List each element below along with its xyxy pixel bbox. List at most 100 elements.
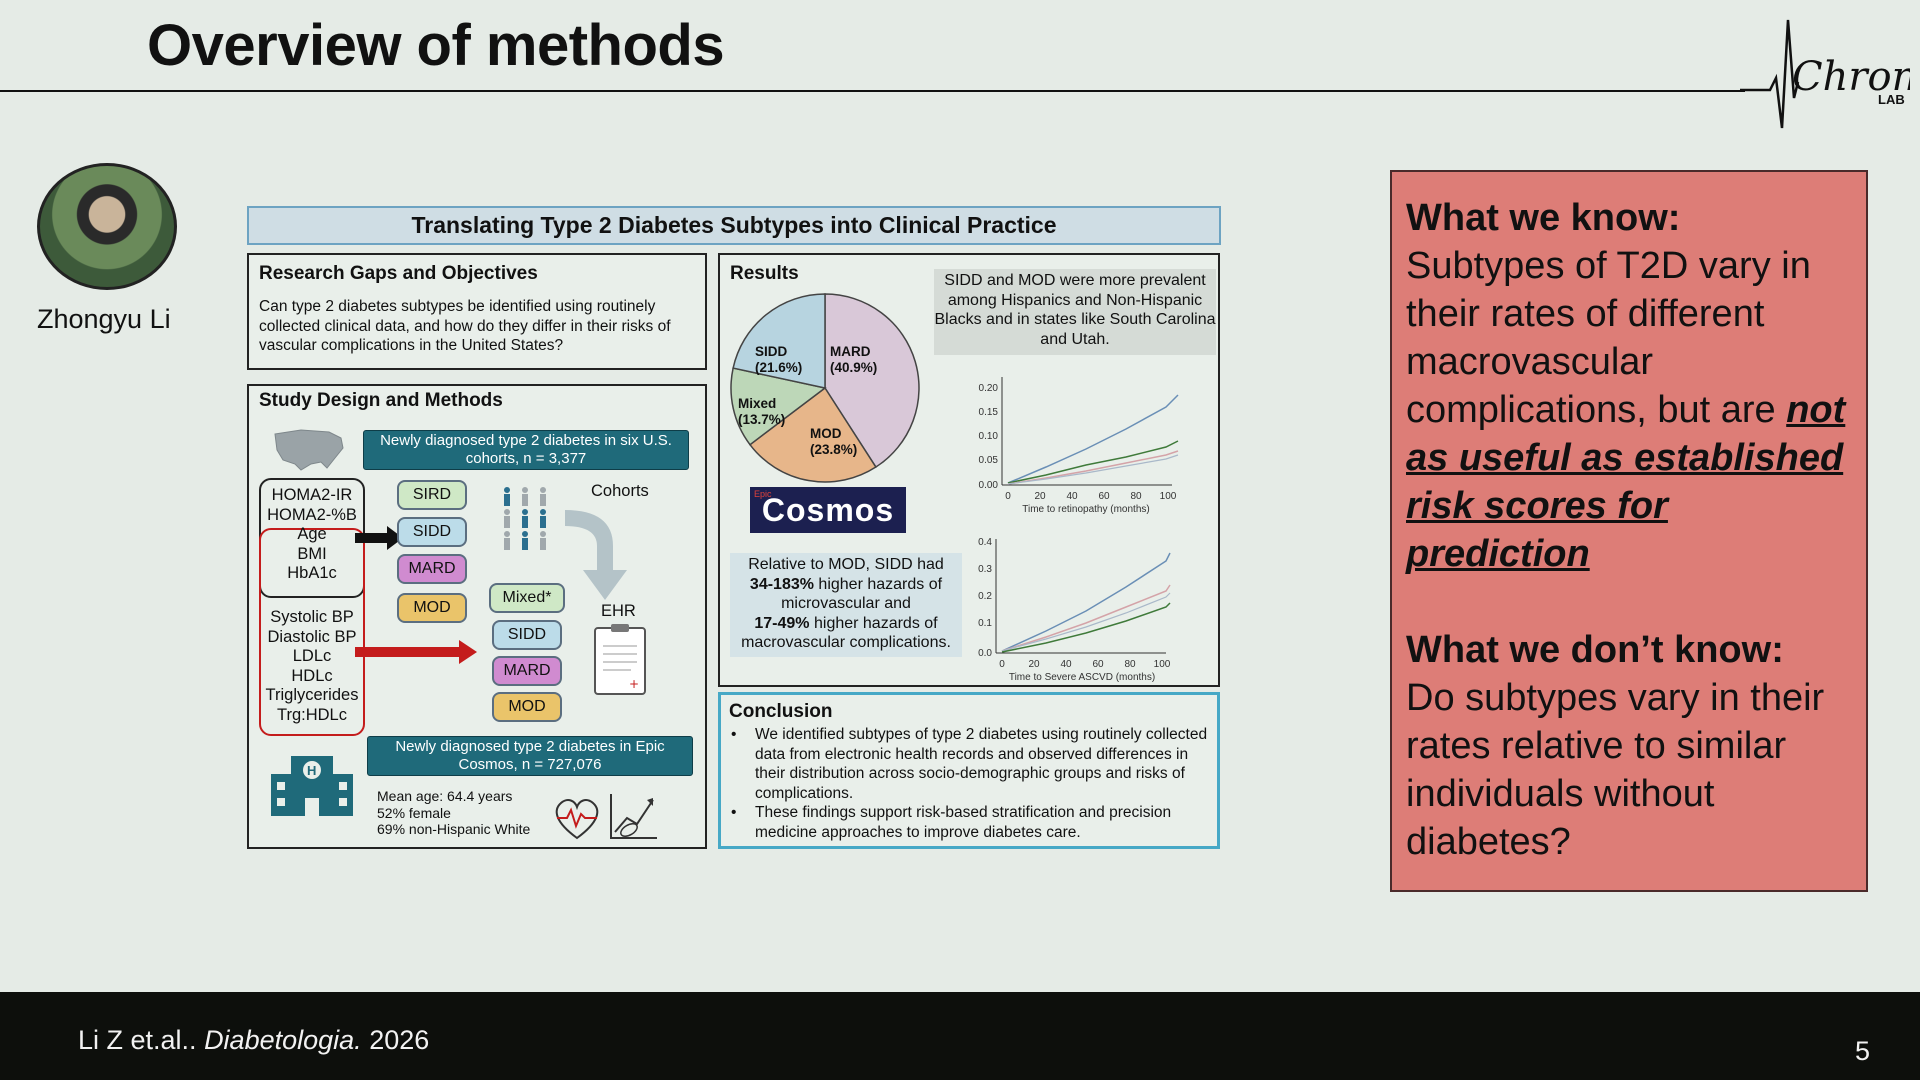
logo-sub: LAB [1878,92,1905,107]
research-gaps-text: Can type 2 diabetes subtypes be identifi… [259,298,671,354]
subtype-pie-chart [730,293,920,483]
conclusion-bullet: We identified subtypes of type 2 diabete… [729,725,1209,803]
svg-text:60: 60 [1098,491,1110,502]
key-points-panel: What we know: Subtypes of T2D vary in th… [1390,170,1868,892]
research-gaps-box: Research Gaps and Objectives Can type 2 … [247,253,707,370]
subtype-sidd: SIDD [397,517,467,547]
results-heading: Results [730,263,799,284]
svg-text:0: 0 [1005,491,1011,502]
subtype-mard: MARD [397,554,467,584]
svg-text:Time to Severe ASCVD (months): Time to Severe ASCVD (months) [1009,672,1155,683]
pie-slice-mixed [730,367,827,446]
svg-text:20: 20 [1034,491,1046,502]
results-box: Results SIDD(21.6%) MARD(40.9%) Mixed(13… [718,253,1220,687]
epic-cohort-box: Newly diagnosed type 2 diabetes in Epic … [367,736,693,776]
svg-text:80: 80 [1124,659,1136,670]
emphasis-text: not as useful as established risk scores… [1406,389,1846,575]
var-hdlc: HDLc [291,666,333,685]
svg-text:0.1: 0.1 [978,618,992,629]
svg-text:0.2: 0.2 [978,591,992,602]
variables-bottom-group [259,528,365,736]
red-arrow-icon [355,640,477,664]
pie-label-sidd: SIDD(21.6%) [755,344,803,375]
pie-label-mod: MOD(23.8%) [810,426,858,457]
svg-text:+: + [629,677,639,691]
var-homa2-ir: HOMA2-IR [271,486,353,504]
what-we-know-text: Subtypes of T2D vary in their rates of d… [1406,245,1846,575]
pie-label-mixed: Mixed(13.7%) [738,396,786,427]
svg-text:0.15: 0.15 [979,407,999,418]
title-divider [0,90,1745,92]
demo-white: 69% non-Hispanic White [377,821,531,837]
what-we-dont-know-text: Do subtypes vary in their rates relative… [1406,677,1825,863]
what-we-know-heading: What we know: [1406,197,1681,239]
demographics: Mean age: 64.4 years 52% female 69% non-… [377,788,530,838]
pie-slice-sidd [732,293,826,389]
svg-text:0.00: 0.00 [979,480,999,491]
clipboard-icon: + [594,624,646,695]
study-design-box: Study Design and Methods Newly diagnosed… [247,384,707,849]
svg-text:100: 100 [1154,659,1171,670]
var-homa2-b: HOMA2-%B [267,505,357,524]
svg-text:H: H [307,763,316,778]
conclusion-box: Conclusion We identified subtypes of typ… [718,692,1220,849]
chroniq-lab-logo: Chroniq LAB [1740,19,1910,129]
cohort-box: Newly diagnosed type 2 diabetes in six U… [363,430,689,470]
var-ldlc: LDLc [292,647,332,665]
variables-top-list: HOMA2-IR HOMA2-%B Age BMI HbA1c [259,486,365,584]
svg-text:40: 40 [1060,659,1072,670]
svg-text:0.3: 0.3 [978,564,992,575]
logo-text: Chroniq [1792,54,1910,100]
curved-arrow-icon [565,510,627,600]
svg-text:0.0: 0.0 [978,648,992,659]
var-triglycerides: Triglycerides [265,686,359,704]
epic-cosmos-logo: Epic Cosmos [750,487,906,533]
variables-bottom-list: Systolic BP Diastolic BP LDLc HDLc Trigl… [259,608,365,725]
svg-text:0.4: 0.4 [978,537,992,548]
people-icon [504,487,546,550]
ascvd-chart: 0.4 0.3 0.2 0.1 0.0 0 20 40 60 80 100 Ti… [978,537,1171,683]
svg-text:20: 20 [1028,659,1040,670]
var-bmi: BMI [297,544,327,563]
var-diastolic-bp: Diastolic BP [267,627,357,646]
heart-pulse-icon [555,799,599,840]
var-systolic-bp: Systolic BP [270,608,354,626]
svg-text:0.10: 0.10 [979,431,999,442]
hospital-icon: H [271,756,353,816]
citation: Li Z et.al.. Diabetologia. 2026 [78,1025,430,1055]
var-age: Age [297,525,327,543]
study-design-heading: Study Design and Methods [259,390,503,411]
conclusion-heading: Conclusion [729,701,833,722]
subtype-mod-ehr: MOD [492,692,562,722]
subtype-sird: SIRD [397,480,467,510]
subtype-mixed: Mixed* [489,583,565,613]
conclusion-list: We identified subtypes of type 2 diabete… [729,725,1209,842]
hazard-note: Relative to MOD, SIDD had 34-183% higher… [730,553,962,657]
svg-text:0.05: 0.05 [979,455,999,466]
svg-text:100: 100 [1160,491,1177,502]
us-map-icon [274,429,344,471]
svg-text:60: 60 [1092,659,1104,670]
pie-slice-mod [748,386,877,483]
svg-text:40: 40 [1066,491,1078,502]
ehr-label: EHR [601,602,636,620]
var-trg-hdlc: Trg:HDLc [277,705,347,724]
svg-text:80: 80 [1130,491,1142,502]
presenter-avatar [37,163,177,290]
black-arrow-icon [355,526,403,550]
what-we-dont-know-heading: What we don’t know: [1406,629,1784,671]
presenter-name: Zhongyu Li [37,304,171,334]
cohorts-label: Cohorts [591,482,649,500]
demo-female: 52% female [377,804,451,821]
journal-name: Diabetologia. [204,1025,362,1055]
svg-text:0: 0 [999,659,1005,670]
subtype-mard-ehr: MARD [492,656,562,686]
page-number: 5 [1855,1036,1871,1066]
var-hba1c: HbA1c [287,564,337,582]
svg-text:Time to retinopathy (months): Time to retinopathy (months) [1022,504,1149,515]
abstract-banner: Translating Type 2 Diabetes Subtypes int… [247,206,1221,245]
footer-bar [0,992,1920,1080]
demo-mean-age: Mean age: 64.4 years [377,788,513,804]
page-title: Overview of methods [147,13,725,78]
subtype-sidd-ehr: SIDD [492,620,562,650]
